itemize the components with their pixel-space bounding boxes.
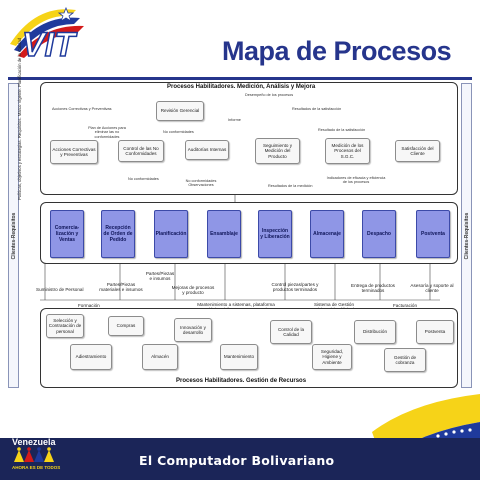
auditorias-internas-box[interactable]: Auditorías Internas <box>185 140 229 160</box>
brand-name: Venezuela <box>12 437 56 447</box>
brand-tagline: AHORA ES DE TODOS <box>12 465 61 470</box>
label-resultados-satisfaccion: Resultados de la satisfacción <box>292 107 342 111</box>
label-mejoras: Mejoras de procesos y producto <box>171 285 215 296</box>
process-comercializacion[interactable]: Comercia-lización y Ventas <box>50 210 84 258</box>
control-no-conformidades-box[interactable]: Control de las No Conformidades <box>118 140 164 162</box>
label-acciones-prev: Acciones Correctivas y Preventivas <box>52 107 112 111</box>
control-calidad-box[interactable]: Control de la Calidad <box>270 320 312 344</box>
distribucion-box[interactable]: Distribución <box>354 320 396 344</box>
top-region <box>40 82 458 195</box>
header-divider <box>8 77 472 80</box>
process-inspeccion-liberacion[interactable]: Inspección y Liberación <box>258 210 292 258</box>
label-partes-insumos2: Partes/Piezas e insumos <box>145 271 175 282</box>
adiestramiento-box[interactable]: Adiestramiento <box>70 344 112 370</box>
medicion-procesos-sgc-box[interactable]: Medición de los Procesos del S.G.C. <box>325 138 370 164</box>
footer-title: El Computador Bolivariano <box>139 453 335 468</box>
label-resultados-medicion: Resultados de la medición <box>268 184 313 188</box>
label-suministro: Suministro de Personal <box>36 287 84 292</box>
acciones-correctivas-box[interactable]: Acciones Correctivas y Preventivas <box>50 140 98 164</box>
mantenimiento-box[interactable]: Mantenimiento <box>220 344 258 370</box>
label-desempeno: Desempeño de los procesos <box>245 93 294 97</box>
vit-logo: VIT <box>10 6 84 65</box>
process-despacho[interactable]: Despacho <box>362 210 396 258</box>
top-region-title: Procesos Habilitadores. Medición, Anális… <box>167 84 316 90</box>
seguridad-higiene-box[interactable]: Seguridad, Higiene y Ambiente <box>312 344 352 370</box>
label-control-piezas: Control piezas/partes y productos termin… <box>271 282 319 293</box>
almacen-box[interactable]: Almacén <box>142 344 178 370</box>
seguimiento-medicion-box[interactable]: Seguimiento y Medición del Producto <box>255 138 300 164</box>
label-resultado-satisfaccion2: Resultado de la satisfacción <box>318 128 366 132</box>
bottom-region-title: Procesos Habilitadores. Gestión de Recur… <box>176 378 307 384</box>
label-facturacion: Facturación <box>393 303 418 308</box>
process-almacenaje[interactable]: Almacenaje <box>310 210 344 258</box>
label-no-conformidades: No conformidades <box>163 130 194 134</box>
revision-gerencial-box[interactable]: Revisión Gerencial <box>156 101 204 121</box>
page-title: Mapa de Procesos <box>222 36 452 66</box>
label-informe: Informe <box>228 118 241 122</box>
label-formacion: Formación <box>78 303 100 308</box>
label-partes-insumos: Partes/Piezas materiales e insumos <box>99 282 143 293</box>
compras-box[interactable]: Compras <box>108 316 144 336</box>
label-no-conformidades2: No conformidades <box>128 177 159 181</box>
process-ensamblaje[interactable]: Ensamblaje <box>207 210 241 258</box>
footer-bar <box>0 438 480 480</box>
postventa-box[interactable]: Postventa <box>416 320 454 344</box>
satisfaccion-cliente-box[interactable]: Satisfacción del Cliente <box>395 140 440 162</box>
innovacion-desarrollo-box[interactable]: Innovación y desarrollo <box>174 318 212 342</box>
label-indicadores: Indicadores de eficacia y eficiencia de … <box>326 176 386 185</box>
left-side-column: Clientes-Requisitos <box>8 83 19 388</box>
right-side-column: Clientes-Requisitos <box>461 83 472 388</box>
process-postventa[interactable]: Postventa <box>416 210 450 258</box>
gestion-cobranza-box[interactable]: Gestión de cobranza <box>384 348 426 372</box>
process-planificacion[interactable]: Planificación <box>154 210 188 258</box>
label-asesoria: Asesoría y soporte al cliente <box>410 283 454 294</box>
venezuela-brand-logo <box>14 447 54 462</box>
seleccion-personal-box[interactable]: Selección y Contratación de personal <box>46 314 84 338</box>
label-no-conformidades-obs: No conformidades Observaciones <box>185 179 217 188</box>
process-recepcion-pedido[interactable]: Recepción de Orden de Pedido <box>101 210 135 258</box>
label-entrega: Entrega de productos terminados <box>351 283 395 294</box>
label-plan-acciones: Plan de Acciones para eliminar las no co… <box>88 126 126 139</box>
logo-text: VIT <box>22 26 78 64</box>
